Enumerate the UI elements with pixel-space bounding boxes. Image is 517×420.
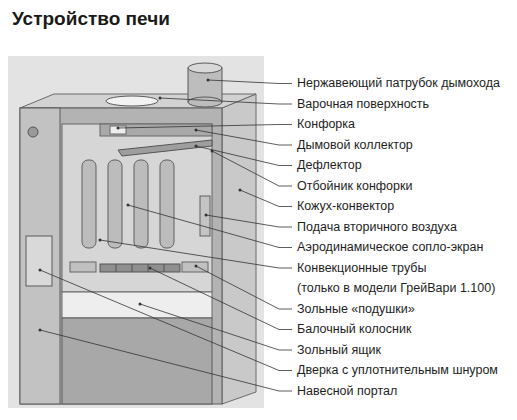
leader-line [140, 304, 292, 350]
hob [106, 96, 158, 106]
part-label: Варочная поверхность [297, 97, 429, 112]
portal [20, 108, 60, 404]
leader-dot [195, 145, 198, 148]
title: Устройство печи [12, 8, 170, 30]
part-label: Навесной портал [297, 384, 397, 399]
air-control [28, 127, 38, 137]
grate [100, 264, 180, 272]
leader-dot [127, 204, 130, 207]
grate-bar [164, 264, 165, 272]
grate-bar [132, 264, 133, 272]
part-label: Конфорка [297, 117, 355, 132]
leader-dot [239, 189, 242, 192]
leader-line [196, 146, 292, 166]
part-label: Кожух-конвектор [297, 199, 394, 214]
chimney-base [188, 97, 222, 107]
leader-line [128, 205, 292, 248]
leader-line [206, 215, 292, 227]
background-panel [8, 56, 264, 408]
leader-dot [39, 329, 42, 332]
convection-tube [108, 160, 122, 248]
leader-line [240, 190, 292, 207]
leader-dot [195, 265, 198, 268]
part-label: Зольный ящик [297, 343, 381, 358]
leader-line [40, 330, 292, 391]
convection-tube [82, 160, 96, 248]
part-label: Дефлектор [297, 158, 362, 173]
convection-tube [134, 160, 148, 248]
part-label: Подача вторичного воздуха [297, 220, 457, 235]
firebox [62, 124, 212, 292]
grate-bar [116, 264, 117, 272]
grate-bar [148, 264, 149, 272]
leader-dot [139, 303, 142, 306]
leader-line [150, 268, 292, 330]
convection-tube [160, 160, 174, 248]
leader-dot [117, 127, 120, 130]
part-label: Конвекционные трубы [297, 261, 426, 276]
part-label: Нержавеющий патрубок дымохода [297, 76, 500, 91]
ash-drawer [62, 292, 212, 318]
leader-dot [39, 269, 42, 272]
part-label: Дымовой коллектор [297, 138, 413, 153]
leader-dot [207, 79, 210, 82]
part-label: Балочный колосник [297, 322, 411, 337]
leader-dot [205, 214, 208, 217]
part-label: Зольные «подушки» [297, 302, 415, 317]
base [62, 318, 212, 404]
leader-dot [149, 267, 152, 270]
leader-line [100, 240, 292, 268]
leader-dot [195, 129, 198, 132]
note: (только в модели ГрейВари 1.100) [297, 281, 495, 296]
leader-line [196, 266, 292, 309]
leader-line [118, 125, 292, 129]
chimney-top [188, 63, 222, 73]
leader-dot [99, 239, 102, 242]
leader-dot [211, 150, 214, 153]
leader-dot [159, 97, 162, 100]
leader-line [212, 151, 292, 186]
ash-pillow [70, 262, 96, 272]
leader-line [208, 80, 292, 84]
part-label: Аэродинамическое сопло-экран [297, 240, 483, 255]
leader-line [40, 270, 292, 371]
door [26, 236, 52, 286]
hob-baffle [110, 126, 126, 134]
stove-body [20, 108, 222, 404]
secondary-air [200, 196, 210, 236]
part-label: Отбойник конфорки [297, 179, 412, 194]
part-label: Дверка с уплотнительным шнуром [297, 363, 498, 378]
smoke-collector [100, 124, 212, 136]
leader-line [196, 130, 292, 145]
leader-line [160, 98, 292, 104]
shell-side [222, 94, 256, 404]
deflector [118, 140, 212, 156]
